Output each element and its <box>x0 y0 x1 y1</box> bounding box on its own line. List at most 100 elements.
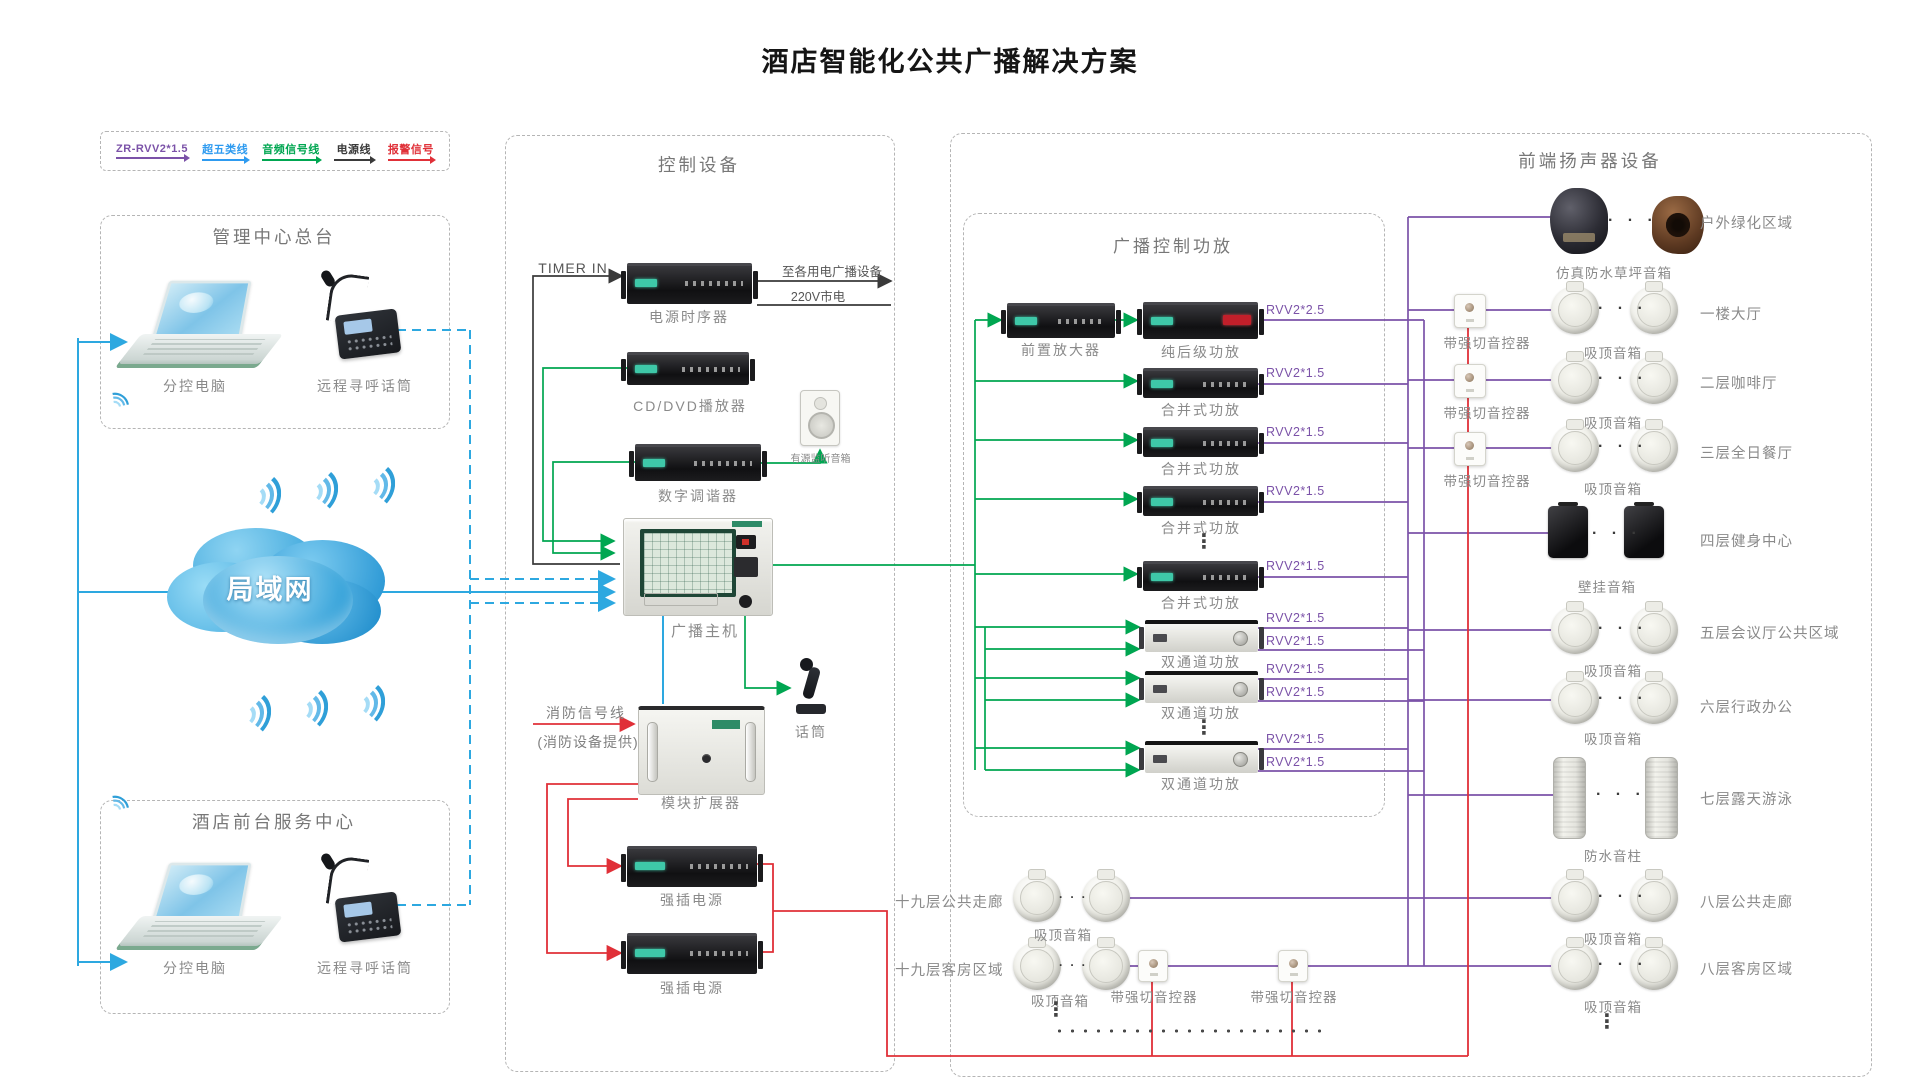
continuation-dots <box>1053 1028 1325 1034</box>
rvv-label: RVV2*1.5 <box>1266 732 1325 746</box>
digital-tuner-icon <box>635 444 761 481</box>
legend-label: 超五类线 <box>202 141 248 157</box>
power-insert-label: 强插电源 <box>632 890 752 910</box>
paging-mic-label: 远程寻呼话筒 <box>300 376 430 396</box>
rvv-label: RVV2*1.5 <box>1266 611 1325 625</box>
mixed-amplifier-icon <box>1143 486 1258 516</box>
dual-channel-amplifier-label: 双通道功放 <box>1140 774 1262 794</box>
ceiling-speaker-icon <box>1082 874 1130 922</box>
volume-controller-label: 带强切音控器 <box>1235 986 1353 1006</box>
control-computer-icon <box>128 860 278 960</box>
lan-cloud-icon: 局域网 <box>165 520 395 660</box>
ellipsis: · · · <box>1598 888 1648 906</box>
zone-label: 七层露天游泳 <box>1700 788 1793 809</box>
rvv-label: RVV2*2.5 <box>1266 303 1325 317</box>
volume-controller-icon <box>1454 294 1486 328</box>
module-expander-label: 模块扩展器 <box>636 793 766 813</box>
arrow-icon <box>334 159 374 161</box>
volume-controller-label: 带强切音控器 <box>1428 470 1546 490</box>
ceiling-speaker-icon <box>1082 942 1130 990</box>
volume-controller-label: 带强切音控器 <box>1428 402 1546 422</box>
wifi-icon <box>227 685 275 737</box>
preamplifier-icon <box>1007 303 1115 338</box>
speaker-type-label: 吸顶音箱 <box>1568 478 1658 498</box>
rvv-label: RVV2*1.5 <box>1266 634 1325 648</box>
zone-label: 三层全日餐厅 <box>1700 442 1793 463</box>
legend-label: 电源线 <box>337 141 372 157</box>
mixed-amplifier-label: 合并式功放 <box>1140 593 1262 613</box>
timer-in-label: TIMER IN <box>528 260 618 276</box>
ellipsis: ⋮ <box>1194 718 1214 738</box>
volume-controller-icon <box>1454 364 1486 398</box>
speaker-type-label: 吸顶音箱 <box>1568 342 1658 362</box>
column-speaker-icon <box>1553 757 1586 839</box>
page-title: 酒店智能化公共广播解决方案 <box>650 40 1250 79</box>
wall-speaker-icon <box>1548 506 1588 558</box>
ceiling-speaker-icon <box>1551 286 1599 334</box>
computer-label: 分控电脑 <box>140 958 250 978</box>
digital-tuner-label: 数字调谐器 <box>628 486 768 506</box>
broadcast-host-icon <box>623 518 773 616</box>
mixed-amplifier-label: 合并式功放 <box>1140 459 1262 479</box>
paging-mic-label: 远程寻呼话筒 <box>300 958 430 978</box>
broadcast-host-label: 广播主机 <box>640 620 770 641</box>
amplifier-box-title: 广播控制功放 <box>963 232 1383 257</box>
power-amplifier-icon <box>1143 302 1258 339</box>
power-insert-icon <box>627 933 757 974</box>
zone-label: 四层健身中心 <box>1700 530 1793 551</box>
speaker-type-label: 吸顶音箱 <box>1018 924 1108 944</box>
legend-label: 音频信号线 <box>262 141 320 157</box>
volume-controller-label: 带强切音控器 <box>1095 986 1213 1006</box>
zone-label: 二层咖啡厅 <box>1700 372 1778 393</box>
module-expander-icon <box>638 706 765 795</box>
zone-label: 六层行政办公 <box>1700 696 1793 717</box>
ceiling-speaker-icon <box>1551 676 1599 724</box>
mixed-amplifier-icon <box>1143 427 1258 457</box>
wifi-icon <box>351 457 399 509</box>
mains-label: 220V市电 <box>768 286 868 305</box>
zone-label: 八层客房区域 <box>1700 958 1793 979</box>
frontend-speakers-title: 前端扬声器设备 <box>1460 148 1720 173</box>
zone-label: 十九层客房区域 <box>895 959 1007 980</box>
fire-signal-label: 消防信号线 <box>536 703 636 723</box>
power-amplifier-label: 纯后级功放 <box>1140 342 1262 362</box>
speaker-type-label: 壁挂音箱 <box>1562 576 1652 596</box>
legend-label: ZR-RVV2*1.5 <box>116 143 188 155</box>
ellipsis: · · · <box>1608 212 1658 230</box>
speaker-type-label: 吸顶音箱 <box>1568 660 1658 680</box>
volume-controller-label: 带强切音控器 <box>1428 332 1546 352</box>
ceiling-speaker-icon <box>1551 942 1599 990</box>
ellipsis: ⋮ <box>1046 1000 1066 1020</box>
rock-speaker-icon <box>1652 196 1704 254</box>
cd-dvd-player-label: CD/DVD播放器 <box>620 396 760 416</box>
monitor-speaker-label: 有源监听音箱 <box>778 450 863 465</box>
rvv-label: RVV2*1.5 <box>1266 559 1325 573</box>
legend: ZR-RVV2*1.5 超五类线 音频信号线 电源线 报警信号 <box>100 131 450 171</box>
ellipsis: · · · <box>1598 370 1648 388</box>
control-computer-icon <box>128 278 278 378</box>
wifi-icon <box>237 467 285 519</box>
volume-controller-icon <box>1138 950 1168 982</box>
power-sequencer-label: 电源时序器 <box>624 307 754 327</box>
mixed-amplifier-label: 合并式功放 <box>1140 400 1262 420</box>
rvv-label: RVV2*1.5 <box>1266 662 1325 676</box>
speaker-type-label: 吸顶音箱 <box>1568 412 1658 432</box>
rock-speaker-icon <box>1550 188 1608 254</box>
preamplifier-label: 前置放大器 <box>1000 340 1122 360</box>
computer-label: 分控电脑 <box>140 376 250 396</box>
rvv-label: RVV2*1.5 <box>1266 366 1325 380</box>
ellipsis: · · · <box>1592 525 1642 543</box>
ceiling-speaker-icon <box>1013 874 1061 922</box>
cd-dvd-player-icon <box>627 352 749 385</box>
paging-microphone-icon <box>315 855 410 943</box>
fire-signal-provider-label: (消防设备提供) <box>528 732 648 752</box>
ellipsis: · · · <box>1598 620 1648 638</box>
ceiling-speaker-icon <box>1551 356 1599 404</box>
monitor-speaker-icon <box>800 390 840 446</box>
ceiling-speaker-icon <box>1013 942 1061 990</box>
volume-controller-icon <box>1278 950 1308 982</box>
speaker-type-label: 仿真防水草坪音箱 <box>1545 262 1683 282</box>
arrow-icon <box>388 159 434 161</box>
arrow-icon <box>262 159 320 161</box>
